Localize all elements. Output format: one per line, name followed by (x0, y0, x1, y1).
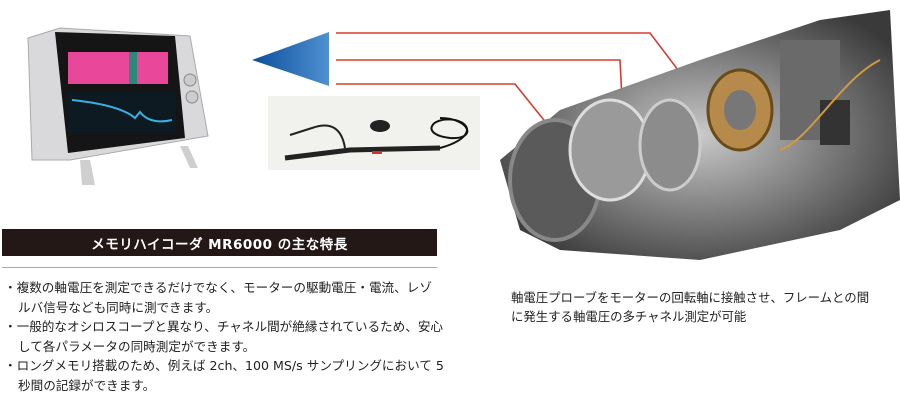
shaft-voltage-probe-image (268, 96, 480, 170)
arrow-icon (252, 32, 329, 86)
divider (2, 267, 437, 268)
feature-item: ・一般的なオシロスコープと異なり、チャネル間が絶縁されているため、安心して各パラ… (4, 319, 444, 354)
features-header: メモリハイコーダ MR6000 の主な特長 (2, 229, 437, 256)
image-caption: 軸電圧プローブをモーターの回転軸に接触させ、フレームとの間に発生する軸電圧の多チ… (511, 290, 870, 324)
motor-image (500, 10, 900, 260)
feature-item: ・ロングメモリ搭載のため、例えば 2ch、100 MS/s サンプリングにおいて… (4, 358, 444, 393)
features-list: ・複数の軸電圧を測定できるだけでなく、モーターの駆動電圧・電流、レゾルバ信号など… (4, 278, 444, 395)
memory-hicorder-image (27, 27, 209, 185)
feature-item: ・複数の軸電圧を測定できるだけでなく、モーターの駆動電圧・電流、レゾルバ信号など… (4, 280, 432, 315)
